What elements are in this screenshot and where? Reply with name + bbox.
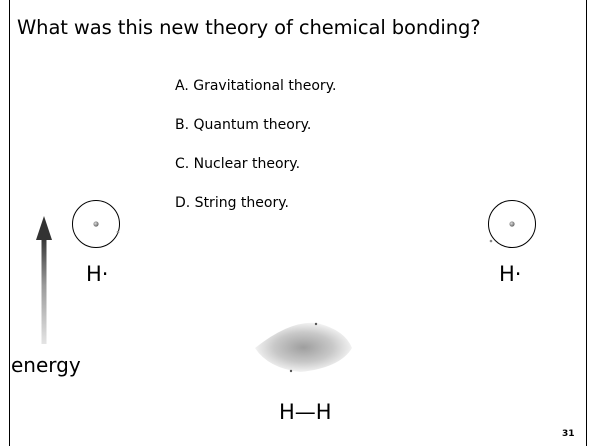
option-c[interactable]: C. Nuclear theory. [175,156,300,172]
energy-label: energy [11,353,81,377]
question-title: What was this new theory of chemical bon… [17,16,480,39]
option-a[interactable]: A. Gravitational theory. [175,78,336,94]
left-atom-label: H· [86,262,108,286]
molecule-label: H—H [279,400,332,424]
page-number: 31 [562,429,575,439]
option-d[interactable]: D. String theory. [175,195,289,211]
option-b[interactable]: B. Quantum theory. [175,117,311,133]
bonding-electron-cloud [255,323,352,372]
right-hydrogen-atom [489,201,536,248]
left-hydrogen-atom [73,201,120,248]
right-atom-label: H· [499,262,521,286]
energy-arrow [36,216,52,344]
